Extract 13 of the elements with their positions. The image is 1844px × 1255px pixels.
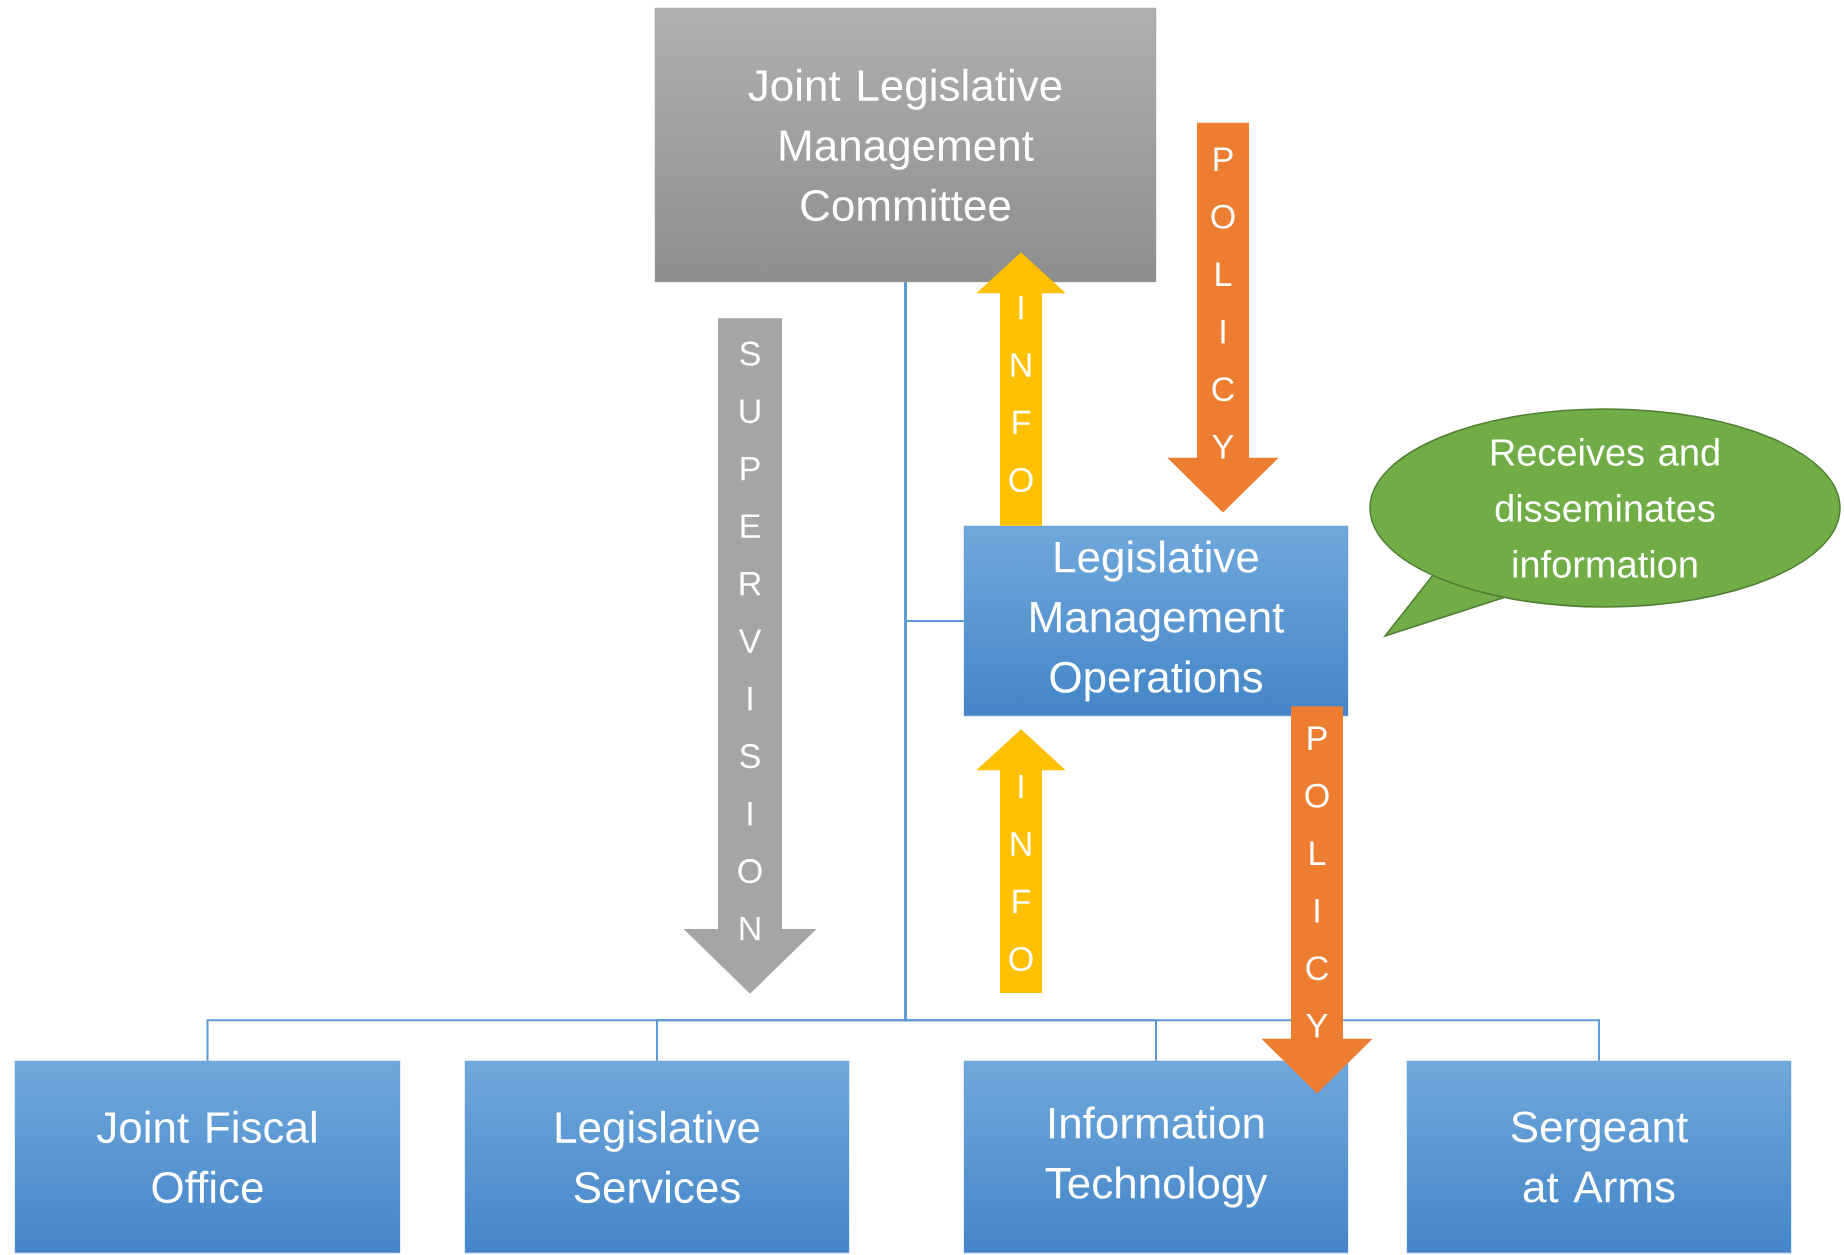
department-box: Sergeant at Arms (1406, 1060, 1792, 1254)
edge-label: POLICY (1211, 147, 1235, 459)
edge-label: SUPERVISION (738, 341, 762, 941)
department-box: Legislative Management Operations (963, 525, 1349, 717)
department-box: Joint Fiscal Office (14, 1060, 401, 1254)
department-box: Legislative Services (464, 1060, 850, 1254)
edge-label: INFO (1009, 295, 1033, 493)
department-box: Information Technology (963, 1060, 1349, 1254)
edge-label: INFO (1009, 774, 1033, 972)
connector-line (904, 281, 1600, 1062)
edge-label: POLICY (1305, 726, 1329, 1038)
committee-box: Joint Legislative Management Committee (654, 7, 1157, 283)
speech-bubble: Receives and disseminates information (1369, 408, 1841, 638)
